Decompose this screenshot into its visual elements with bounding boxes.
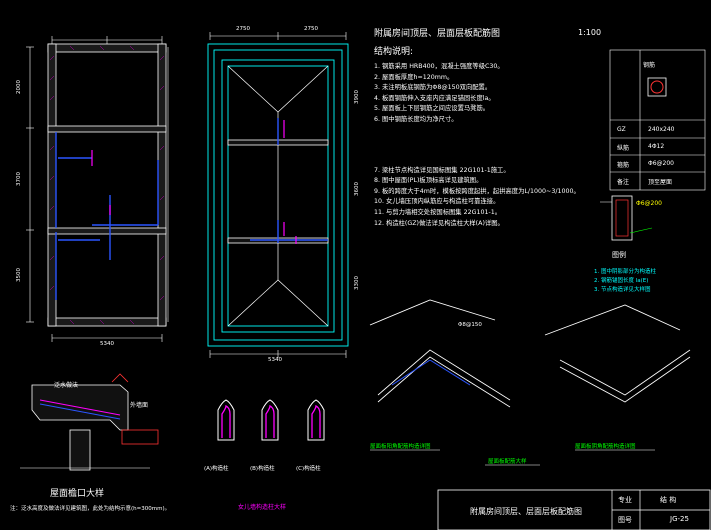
- notes-title: 结构说明:: [374, 47, 414, 57]
- note-6: 6. 图中钢筋长度均为净尺寸。: [374, 115, 458, 123]
- note-9: 9. 板的跨度大于4m时，模板按跨度起拱，起拱高度为L/1000~3/1000。: [374, 187, 580, 195]
- parapet-callout-2: 外墙面: [130, 402, 149, 409]
- section-rebar-label: Φ6@200: [636, 200, 662, 207]
- note-7: 7. 梁柱节点构造详见国标图集 22G101-1施工。: [374, 166, 510, 174]
- dim-roof-height-mid: 3600: [354, 182, 360, 196]
- section-tag-b: (B)构造柱: [250, 466, 275, 472]
- section-tag-c: (C)构造柱: [296, 466, 321, 472]
- notes-list: 1. 钢筋采用 HRB400，混凝土强度等级C30。 2. 屋面板厚度h=120…: [374, 62, 604, 229]
- parapet-title: 屋面檐口大样: [50, 489, 105, 499]
- parapet-note: 注：泛水高度及做法详见建筑图，此处为结构示意(h=300mm)。: [10, 506, 171, 512]
- note-8: 8. 图中屋面(PL)板顶标高详见建筑图。: [374, 177, 483, 185]
- column-detail-table: [600, 49, 706, 241]
- note-4: 4. 板面钢筋伸入支座内应满足锚固长度la。: [374, 94, 495, 102]
- dim-height-top: 2000: [16, 80, 22, 94]
- dim-height-bottom: 3500: [16, 268, 22, 282]
- corner-left-caption: 屋面板阳角配筋构造详图: [370, 444, 431, 450]
- title-block-drawing-name: 附属房间顶层、层面层板配筋图: [470, 507, 582, 516]
- dim-roof-height-bottom: 3300: [354, 276, 360, 290]
- corner-right-caption: 屋面板阴角配筋构造详图: [575, 444, 636, 450]
- table-row-4-value: 顶至屋面: [648, 179, 673, 186]
- table-row-2-value: 4Φ12: [648, 143, 665, 150]
- legend-line-1: 1. 图中阴影部分为构造柱: [594, 269, 656, 275]
- section-caption: 女儿墙构造柱大样: [238, 504, 287, 511]
- sheet-scale: 1:100: [578, 28, 602, 37]
- table-row-1-label: GZ: [617, 126, 626, 133]
- table-row-2-label: 纵筋: [617, 145, 630, 152]
- table-row-3-value: Φ6@200: [648, 160, 674, 167]
- corner-center-caption: 屋面板配筋大样: [488, 459, 527, 465]
- title-block-drawing-no-value: JG-25: [670, 515, 689, 523]
- note-5: 5. 屋面板上下层钢筋之间应设置马凳筋。: [374, 105, 490, 113]
- floor-plan-left: [26, 36, 169, 342]
- note-2: 2. 屋面板厚度h=120mm。: [374, 73, 454, 81]
- note-10: 10. 女儿墙压顶内纵筋应与构造柱可靠连接。: [374, 198, 500, 206]
- note-1: 1. 钢筋采用 HRB400，混凝土强度等级C30。: [374, 63, 504, 70]
- dim-roof-height-top: 3900: [354, 90, 360, 104]
- title-block: [437, 489, 711, 530]
- title-block-discipline-label: 专业: [618, 496, 632, 504]
- roof-corner-details: [369, 299, 691, 466]
- title-block-drawing-no-label: 图号: [618, 516, 632, 524]
- parapet-column-sections: [217, 399, 325, 441]
- note-12: 12. 构造柱(GZ)做法详见构造柱大样(A)详图。: [374, 219, 504, 227]
- table-row-4-label: 备注: [617, 179, 630, 186]
- legend-line-3: 3. 节点构造详见大样图: [594, 287, 651, 293]
- note-3: 3. 未注明板底钢筋为Φ8@150双向配置。: [374, 84, 492, 92]
- rebar-note: Φ8@150: [458, 322, 482, 328]
- table-row-3-label: 箍筋: [617, 162, 630, 169]
- legend-lines: 1. 图中阴影部分为构造柱 2. 钢筋锚固长度 la(E) 3. 节点构造详见大…: [594, 268, 656, 295]
- section-tag-a: (A)构造柱: [204, 466, 229, 472]
- sheet-title: 附属房间顶层、层面层板配筋图: [374, 29, 501, 39]
- note-11: 11. 与剪力墙相交处按国标图集 22G101-1。: [374, 208, 502, 216]
- parapet-detail: [20, 373, 159, 471]
- dim-roof-bay-2: 2750: [304, 26, 318, 32]
- dim-plan-width-bottom: 5340: [100, 341, 114, 347]
- dim-roof-bay-1: 2750: [236, 26, 250, 32]
- dim-height-mid: 3700: [16, 172, 22, 186]
- roof-plan-middle: [207, 32, 349, 358]
- legend-line-2: 2. 钢筋锚固长度 la(E): [594, 278, 649, 284]
- table-row-1-value: 240x240: [648, 126, 675, 133]
- legend-label: 图例: [612, 251, 626, 259]
- dim-roof-width-bottom: 5340: [268, 357, 282, 363]
- title-block-discipline-value: 结 构: [660, 496, 677, 504]
- top-label: 钢筋: [643, 62, 656, 69]
- parapet-callout: 泛水做法: [54, 382, 79, 389]
